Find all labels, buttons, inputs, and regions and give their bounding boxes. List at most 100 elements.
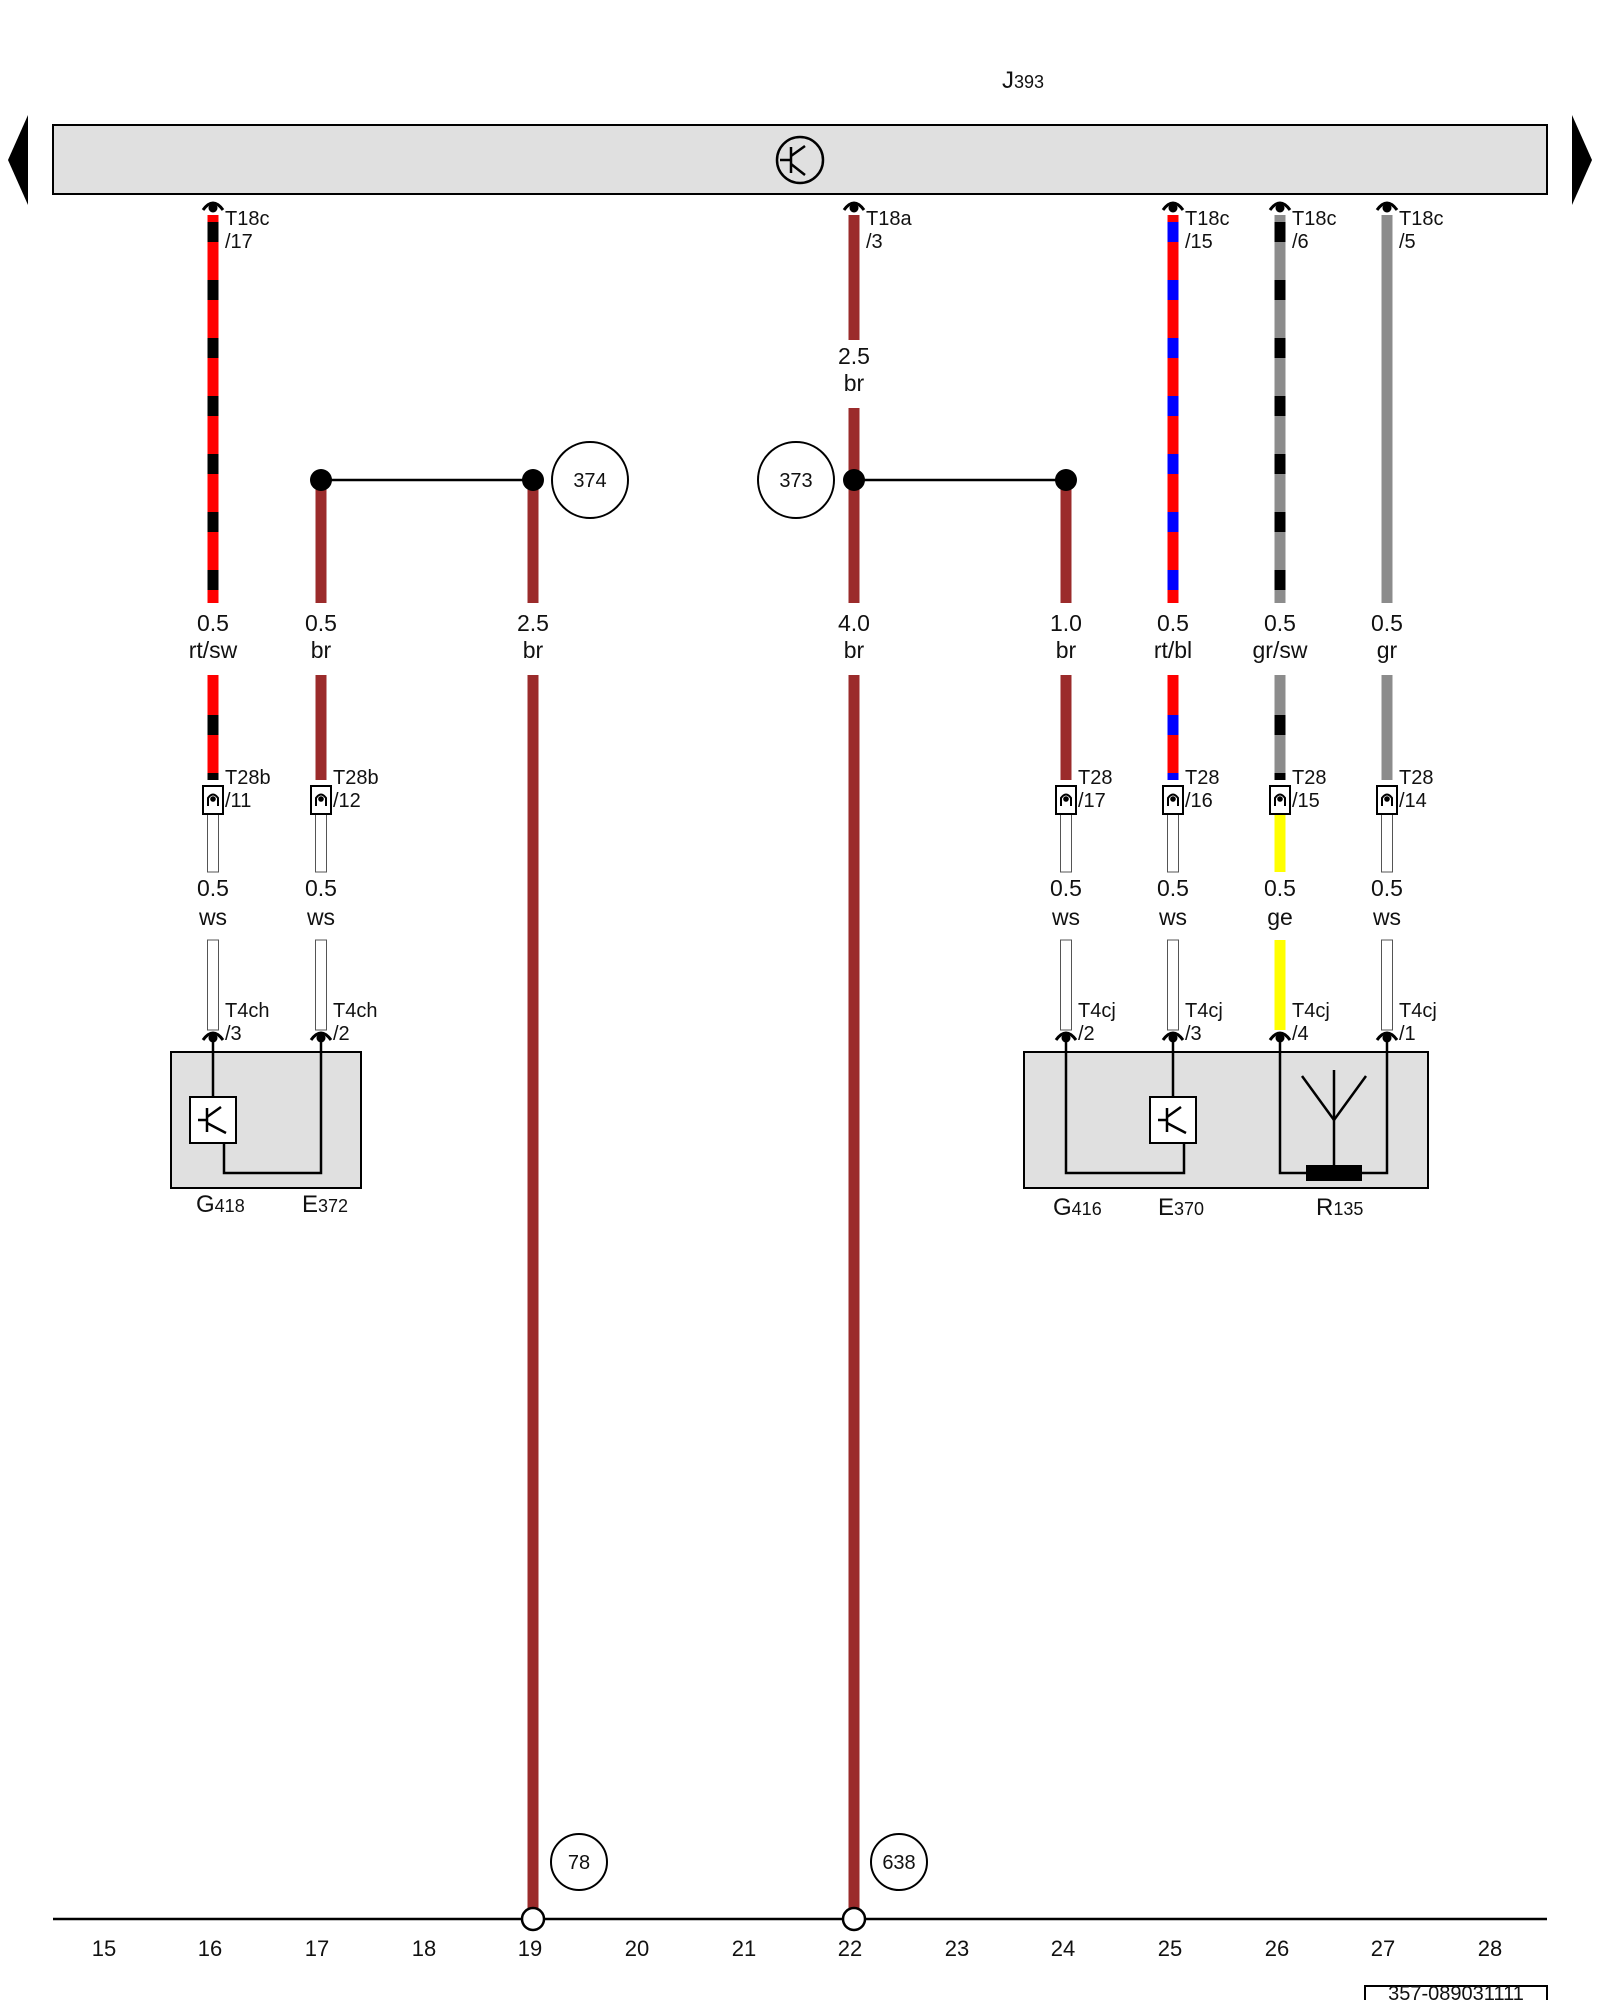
connector-symbol-icon (1268, 1031, 1292, 1043)
reference-markers: 374 373 78 638 (550, 441, 928, 1891)
column-number: 19 (518, 1936, 542, 1961)
wire-17-lower (315, 675, 327, 780)
device-wires (207, 811, 1393, 1031)
reference-label: 374 (573, 470, 606, 492)
right-arrow-icon[interactable] (1572, 115, 1592, 205)
connector-pin: /3 (866, 231, 883, 253)
connector-code: T4cj (1399, 1000, 1437, 1022)
electronic-switch-icon (775, 135, 825, 185)
column-number: 22 (838, 1936, 862, 1961)
connector-symbol-icon (309, 1031, 333, 1043)
wire-tracers (207, 222, 1286, 780)
wire-color: gr (1377, 637, 1398, 663)
document-number-frame (1364, 1985, 1548, 2000)
connector-code: T28b (333, 767, 379, 789)
connector-pin: /14 (1399, 790, 1427, 812)
connector-code: T4ch (225, 1000, 269, 1022)
wire-size: 0.5 (1264, 610, 1296, 636)
antenna-icon (1300, 1070, 1368, 1181)
splice-dot (1055, 469, 1077, 491)
internal-circuit (222, 1042, 323, 1175)
connector-symbol-icon (1375, 201, 1399, 213)
connector-code: T18a (866, 208, 912, 230)
wire-size: 2.5 (517, 610, 549, 636)
column-number: 24 (1051, 1936, 1075, 1961)
wire-color: ws (306, 904, 335, 930)
wire-17-upper (315, 480, 327, 603)
connector-code: T18c (225, 208, 269, 230)
connector-pin: /17 (225, 231, 253, 253)
connector-code: T18c (1399, 208, 1443, 230)
column-number: 15 (92, 1936, 116, 1961)
column-number: 26 (1265, 1936, 1289, 1961)
column-number: 21 (732, 1936, 756, 1961)
component-label: R135 (1316, 1194, 1363, 1221)
device-housing (1023, 1051, 1429, 1189)
connector-symbol-icon (1375, 1031, 1399, 1043)
column-number: 18 (412, 1936, 436, 1961)
wire-16-ws-a (207, 811, 219, 873)
connector-code: T28 (1292, 767, 1326, 789)
reference-circle-638[interactable] (870, 1833, 928, 1891)
column-number: 25 (1158, 1936, 1182, 1961)
reference-circle-373[interactable] (757, 441, 835, 519)
connector-symbol-icon (201, 1031, 225, 1043)
wire-color: ws (198, 904, 227, 930)
wire-27-ws-a (1381, 811, 1393, 873)
connector-symbol-icon (842, 201, 866, 213)
wire-color: br (844, 370, 865, 396)
connector-pin: /15 (1292, 790, 1320, 812)
component-label: E372 (302, 1191, 348, 1218)
connector-pin: /3 (225, 1023, 242, 1045)
wire-27-lower (1381, 675, 1393, 780)
wire-22-top (848, 215, 860, 340)
column-number: 27 (1371, 1936, 1395, 1961)
device-connectors: T4ch /3 T4ch /2 T4cj /2 T4cj /3 T4cj /4 … (201, 1000, 1437, 1045)
wire-17-ws-b (315, 939, 327, 1031)
connector-pin: /11 (225, 790, 251, 812)
reference-circle-374[interactable] (551, 441, 629, 519)
wire-size: 0.5 (197, 610, 229, 636)
column-number: 20 (625, 1936, 649, 1961)
connector-pin: /12 (333, 790, 361, 812)
connector-symbol-icon (1161, 1031, 1185, 1043)
reference-circle-78[interactable] (550, 1833, 608, 1891)
connector-pin: /4 (1292, 1023, 1309, 1045)
component-label: G418 (196, 1191, 245, 1218)
wire-19-lower (527, 675, 539, 1917)
connector-pin: /3 (1185, 1023, 1202, 1045)
connector-code: T4cj (1078, 1000, 1116, 1022)
wire-size: 0.5 (1371, 610, 1403, 636)
connector-code: T4cj (1185, 1000, 1223, 1022)
connector-symbol-icon (1161, 201, 1185, 213)
wire-color: br (311, 637, 332, 663)
connector-pin: /6 (1292, 231, 1309, 253)
wire-color: ws (1158, 904, 1187, 930)
connector-code: T28 (1078, 767, 1112, 789)
wire-size: 0.5 (1050, 875, 1082, 901)
wire-labels: 2.5 br 0.5 rt/sw 0.5 br 2.5 br 4.0 br 1.… (189, 343, 1403, 663)
internal-circuit (1064, 1042, 1186, 1175)
device-g418-e372: G418 E372 (170, 1042, 362, 1218)
internal-circuit (1278, 1042, 1306, 1175)
splice-dot (843, 469, 865, 491)
connector-pin: /17 (1078, 790, 1106, 812)
splices (310, 469, 1077, 491)
column-number: 28 (1478, 1936, 1502, 1961)
electronic-switch-icon (189, 1096, 237, 1144)
wire-27-upper (1381, 215, 1393, 603)
connector-symbol-icon (1268, 201, 1292, 213)
wire-color: rt/bl (1154, 637, 1192, 663)
wire-22-upper (848, 408, 860, 603)
plug-connector-icon (202, 785, 224, 815)
wire-color: ws (1372, 904, 1401, 930)
connector-pin: /5 (1399, 231, 1416, 253)
mid-connectors: T28b /11 T28b /12 T28 /17 T28 /16 T28 (202, 767, 1433, 815)
reference-label: 638 (882, 1852, 915, 1874)
wire-25-ws-a (1167, 811, 1179, 873)
wire-color: br (523, 637, 544, 663)
connector-code: T4cj (1292, 1000, 1330, 1022)
left-arrow-icon[interactable] (8, 115, 28, 205)
wire-24-ws-a (1060, 811, 1072, 873)
wire-26-ge-a (1274, 812, 1286, 872)
